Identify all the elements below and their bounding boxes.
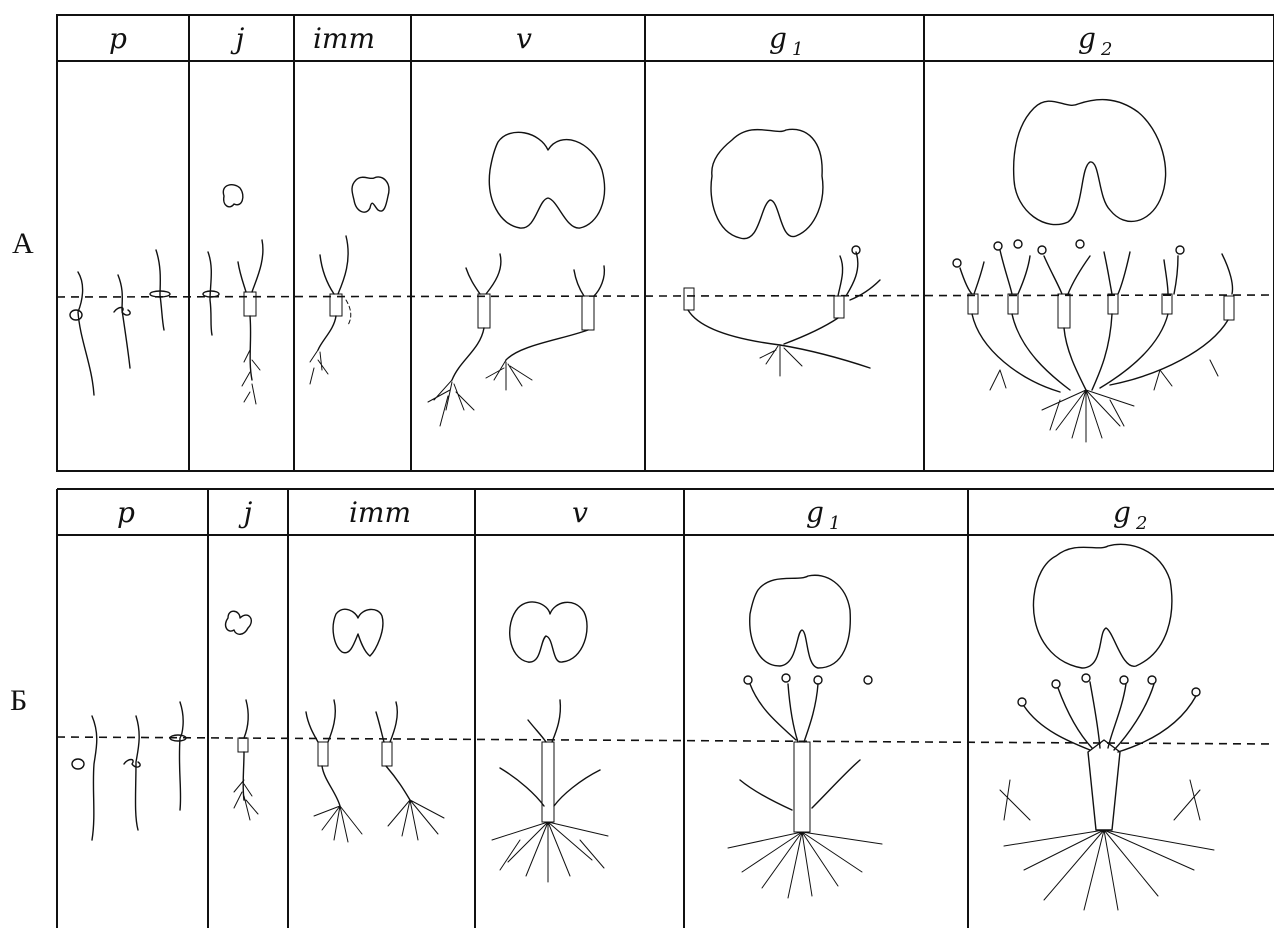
panel-b-label: Б	[10, 684, 27, 717]
panel-b-immature	[306, 609, 444, 842]
panel-b-header-v: v	[572, 496, 588, 529]
panel-a-immature	[310, 177, 389, 384]
panel-b-header-g1: g	[806, 496, 824, 529]
panel-b-header-imm: imm	[349, 496, 411, 529]
panel-a-generative-2	[953, 100, 1234, 442]
panel-b-juvenile	[226, 611, 258, 820]
panel-a-header-g2-sub: 2	[1100, 39, 1112, 60]
panel-a-header-v: v	[516, 22, 532, 55]
panel-a-header-g1: g	[769, 22, 787, 55]
panel-a-header-g2: g	[1078, 22, 1096, 55]
panel-a-juvenile	[203, 185, 263, 404]
panel-a: А p j imm v g 1 g 2	[12, 15, 1274, 471]
panel-b-header-p: p	[117, 496, 135, 529]
panel-b-generative-2	[1000, 544, 1214, 910]
panel-a-header-imm: imm	[313, 22, 375, 55]
panel-b-header-j: j	[238, 496, 253, 529]
panel-a-header-p: p	[109, 22, 127, 55]
panel-a-virginile	[428, 132, 605, 426]
panel-a-frame	[57, 15, 1274, 471]
panel-a-label: А	[12, 227, 34, 260]
panel-b-virginile	[492, 602, 608, 882]
panel-b-seedlings-p	[72, 702, 186, 840]
panel-b-header-g2: g	[1113, 496, 1131, 529]
panel-a-header-g1-sub: 1	[792, 39, 803, 60]
panel-a-header-j: j	[230, 22, 245, 55]
panel-b-header-g1-sub: 1	[829, 513, 840, 534]
panel-b-header-g2-sub: 2	[1135, 513, 1147, 534]
panel-b-generative-1	[728, 575, 882, 898]
panel-a-generative-1	[684, 129, 880, 376]
panel-a-seedlings-p	[70, 250, 170, 395]
panel-b: Б p j imm v g 1 g 2	[10, 489, 1274, 928]
panel-a-soil-line	[57, 295, 1274, 297]
